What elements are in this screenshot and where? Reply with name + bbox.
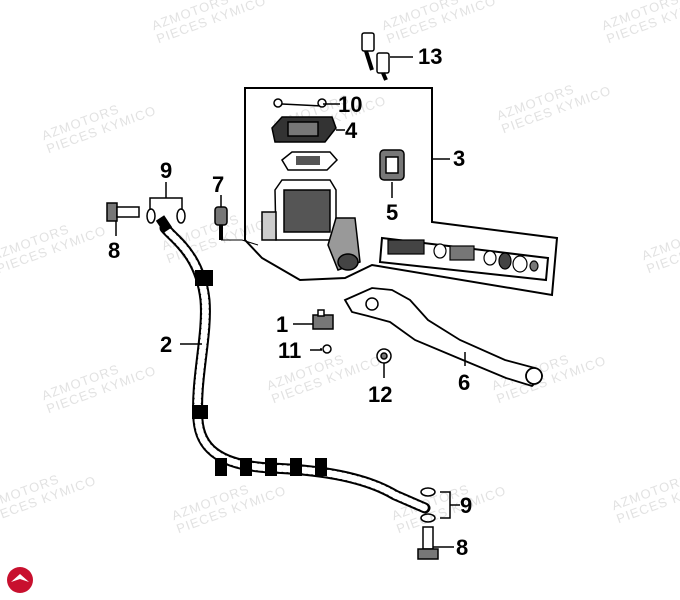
- switch-5: [379, 149, 405, 181]
- screw-11: [320, 344, 332, 354]
- callout-8-bottom: 8: [456, 535, 468, 560]
- piston-kit: [378, 236, 550, 282]
- callout-13: 13: [418, 44, 442, 69]
- callout-labels: 13 10 4 3 5 7 9 8 2 1 11 12 6 9 8: [108, 44, 472, 560]
- washers-9-top: [146, 208, 186, 224]
- callout-1: 1: [276, 312, 288, 337]
- master-cylinder-body: [261, 179, 361, 271]
- banjo-bolt-8-bottom: [417, 526, 439, 560]
- reservoir-cap-4: [271, 116, 337, 143]
- nut-12: [376, 348, 392, 364]
- callout-6: 6: [458, 370, 470, 395]
- lever-pivot-hole: [365, 297, 379, 311]
- brake-hose-2: [155, 215, 431, 514]
- master-cylinder-outline: [244, 87, 559, 297]
- leader-lines: [115, 56, 466, 548]
- pivot-pin-7: [214, 206, 259, 246]
- washers-9-bottom: [420, 487, 436, 523]
- callout-5: 5: [386, 200, 398, 225]
- callout-10: 10: [338, 92, 362, 117]
- callout-7: 7: [212, 172, 224, 197]
- azmotors-logo: [6, 566, 34, 594]
- banjo-bolt-13: [361, 32, 390, 81]
- callout-12: 12: [368, 382, 392, 407]
- callout-11: 11: [278, 338, 301, 363]
- brake-switch-1: [312, 309, 334, 330]
- callout-9-bottom: 9: [460, 493, 472, 518]
- banjo-bolt-8-top: [106, 202, 140, 222]
- callout-8-top: 8: [108, 238, 120, 263]
- callout-3: 3: [453, 146, 465, 171]
- callout-9-top: 9: [160, 158, 172, 183]
- callout-4: 4: [345, 118, 358, 143]
- cap-screws-10: [273, 98, 327, 108]
- callout-2: 2: [160, 332, 172, 357]
- lever-end-ball: [525, 367, 543, 385]
- diaphragm-inner: [296, 156, 320, 165]
